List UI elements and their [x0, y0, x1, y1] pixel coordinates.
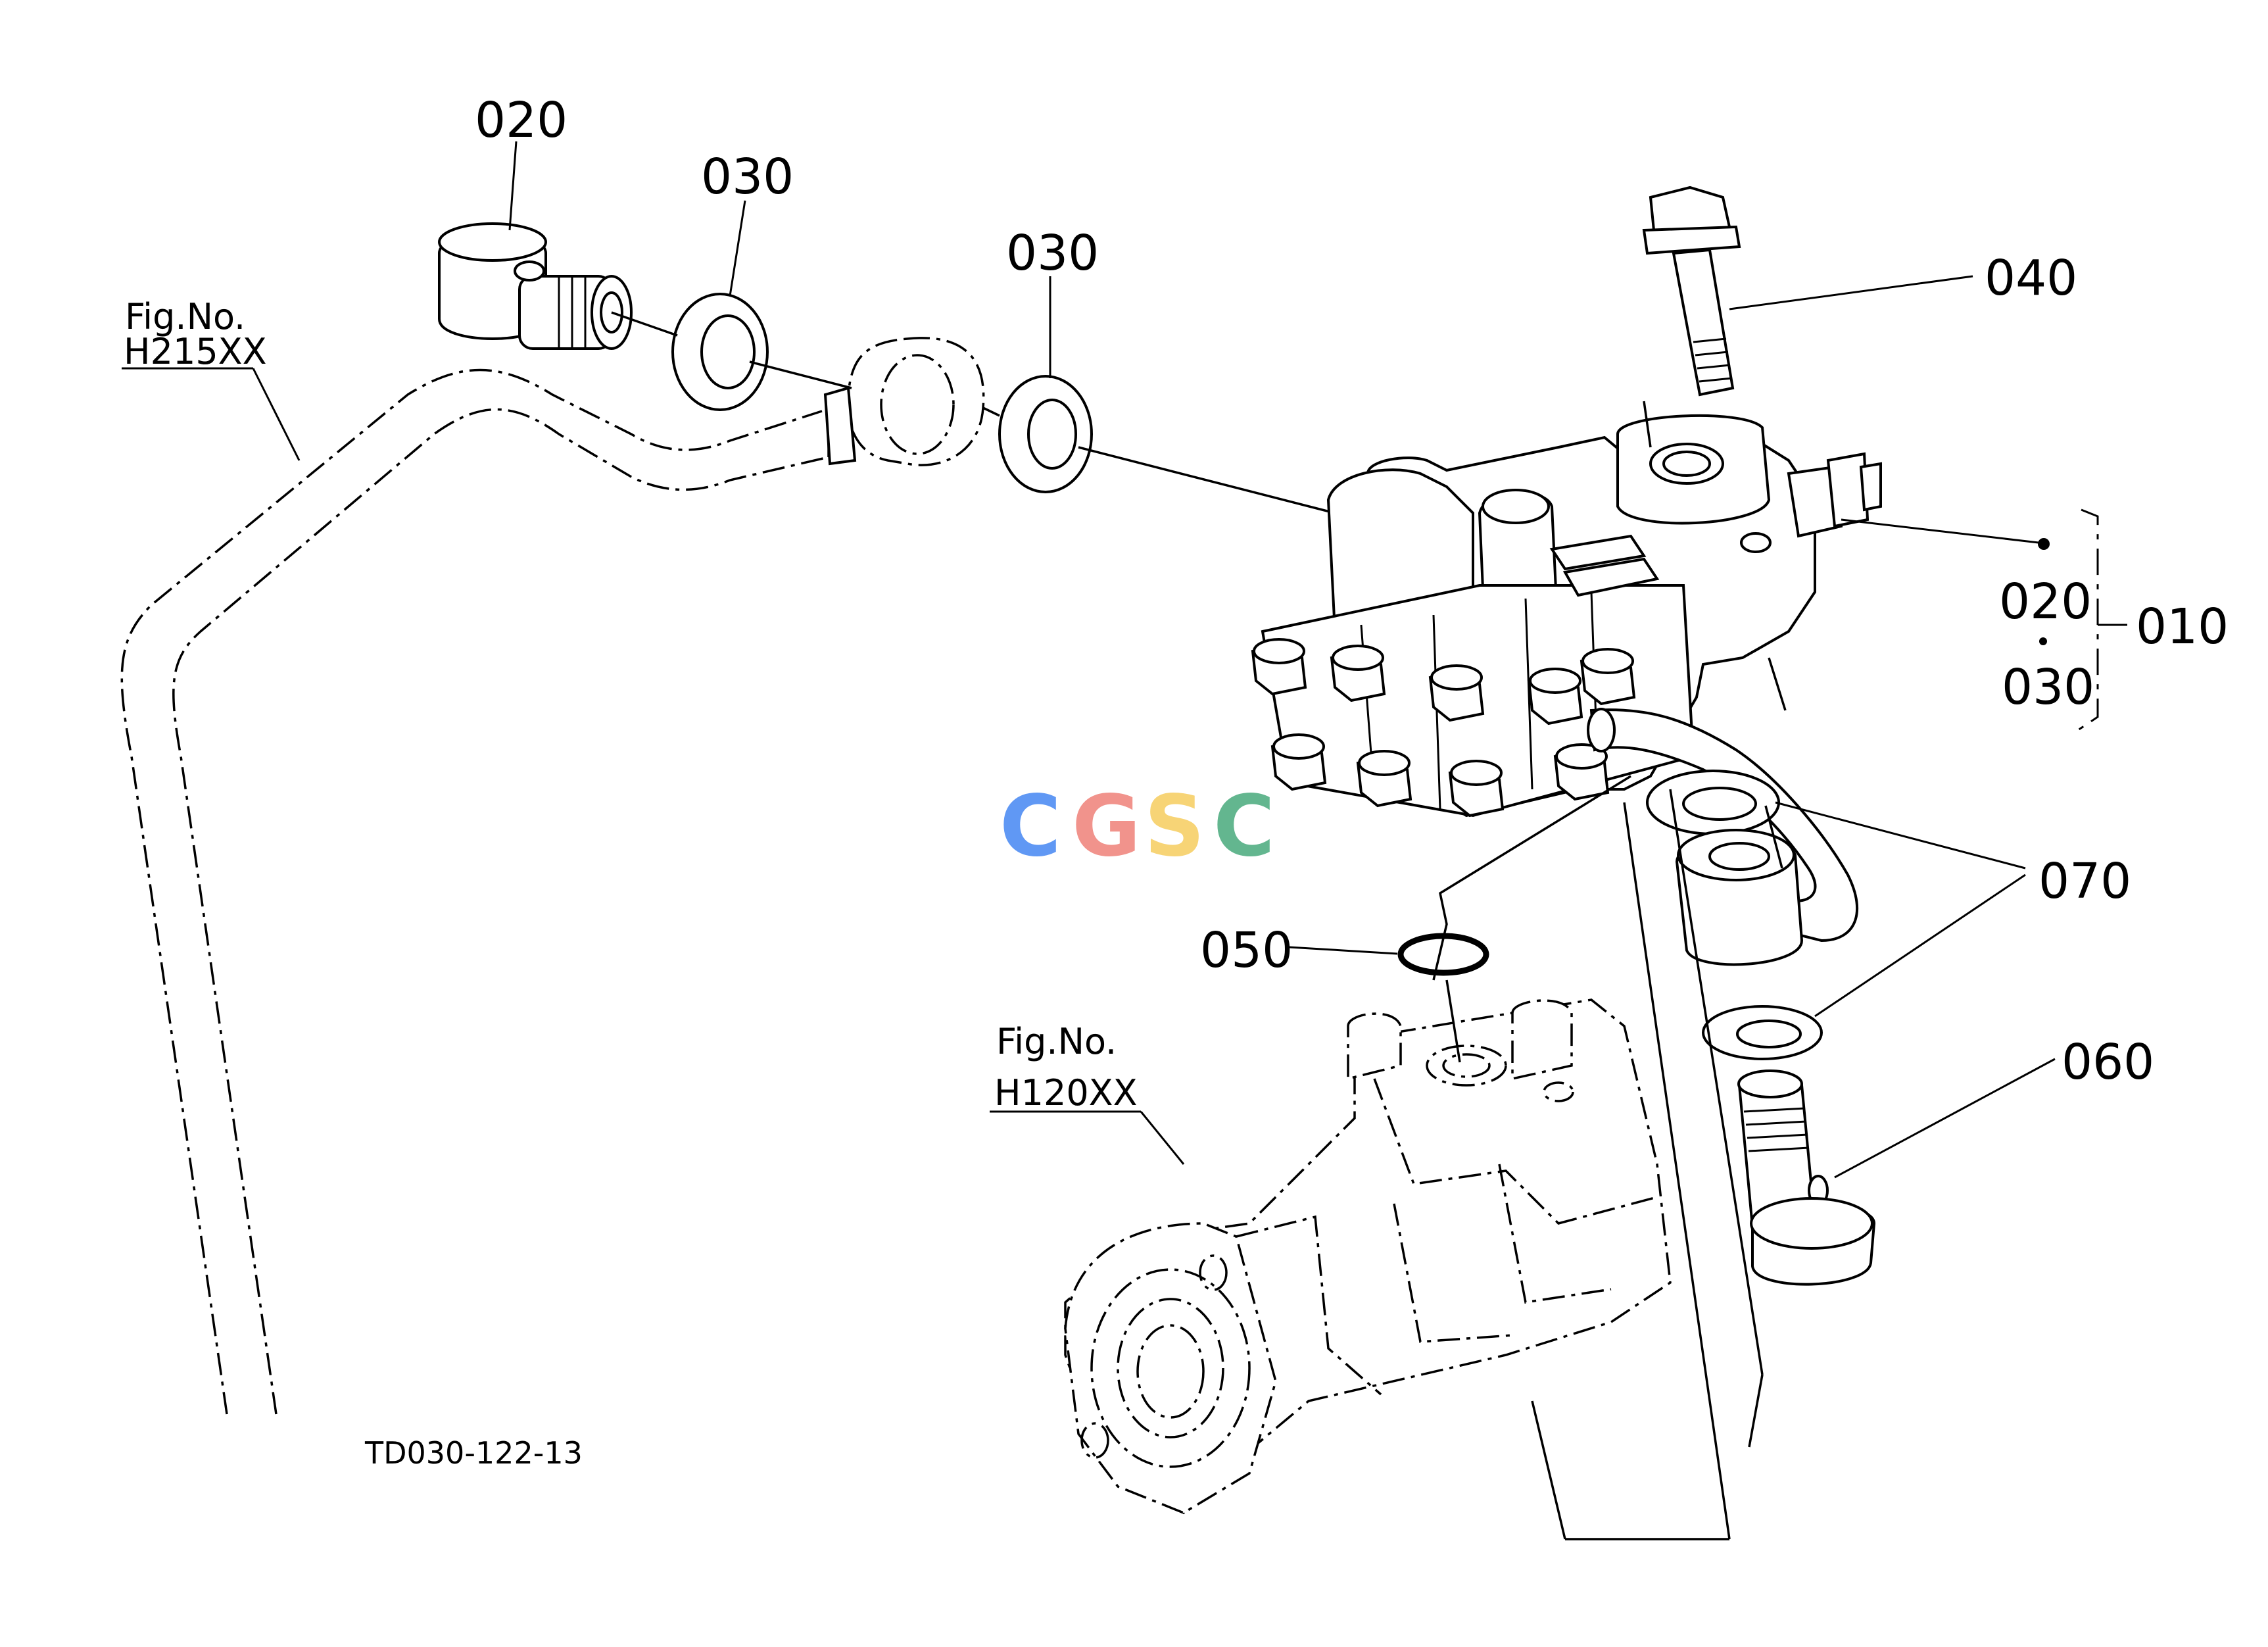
- watermark-letter: C: [1000, 777, 1068, 875]
- leader-070-b: [1814, 873, 2026, 1018]
- leader-h215xx: [252, 368, 301, 461]
- bolt-head: [1356, 750, 1412, 808]
- leader-010: [1841, 518, 2039, 544]
- pipe-070-banjo: [1675, 829, 1804, 966]
- pipe-070: [1587, 708, 1859, 943]
- label-030-b: 030: [1006, 225, 1099, 282]
- bolt-head: [1251, 638, 1307, 696]
- group-bracket-010: [2039, 508, 2127, 731]
- label-030-a: 030: [701, 149, 794, 205]
- leader-h120xx: [1140, 1111, 1185, 1165]
- bolt-head: [1448, 760, 1505, 818]
- leader-040: [1729, 275, 1973, 310]
- part-labels: 020 030 030 040 020 030 010 070 050 060: [475, 92, 2229, 1091]
- leader-010-dot: [2038, 538, 2050, 550]
- watermark-letter: C: [1213, 777, 1282, 875]
- label-070: 070: [2039, 853, 2131, 910]
- valve-bolt-heads: [1251, 638, 1636, 818]
- label-030-group: 030: [2002, 659, 2094, 716]
- bolt-head: [1330, 645, 1386, 702]
- label-010: 010: [2136, 599, 2229, 655]
- bolt-head: [1527, 668, 1583, 725]
- bolt-head: [1270, 733, 1327, 791]
- bolt-head: [1428, 664, 1485, 722]
- leader-070-a: [1775, 801, 2026, 870]
- figure-references: Fig.No. H215XX Fig.No. H120XX: [124, 296, 1138, 1114]
- leader-020: [508, 141, 518, 231]
- banjo-bolt-020: [438, 222, 633, 350]
- connection-lines: [1432, 401, 1787, 1540]
- assembly-axis-line: [611, 311, 1336, 514]
- label-050: 050: [1200, 922, 1293, 979]
- label-020-group: 020: [1999, 574, 2092, 630]
- drawing-code: TD030-122-13: [364, 1435, 583, 1471]
- ref-fig-num-2: H120XX: [994, 1072, 1138, 1114]
- watermark-letter: S: [1144, 777, 1211, 875]
- watermark-letter: G: [1072, 777, 1147, 875]
- ref-fig-num-1: H215XX: [124, 331, 267, 372]
- flange-bolt-040: [1642, 185, 1741, 397]
- ref-fig-word-2: Fig.No.: [996, 1021, 1117, 1062]
- leader-030-a: [729, 200, 746, 297]
- bolt-head: [1580, 648, 1636, 706]
- label-020: 020: [475, 92, 567, 149]
- pipe-h215xx: [120, 368, 830, 1415]
- bolt-head: [1553, 743, 1610, 801]
- banjo-bolt-060: [1737, 1069, 1876, 1286]
- leader-050: [1288, 946, 1398, 955]
- leader-060: [1834, 1058, 2056, 1179]
- washer-070-lower: [1702, 1005, 1823, 1060]
- washer-070-upper: [1646, 770, 1780, 835]
- pump-h120xx: [1064, 998, 1672, 1515]
- label-060: 060: [2062, 1034, 2154, 1091]
- leader-lines: [122, 141, 2056, 1179]
- watermark-logo: C G S C: [1000, 777, 1282, 875]
- pipe-banjo-eye: [823, 337, 985, 466]
- washer-030-b: [998, 375, 1093, 493]
- washer-030-a: [671, 293, 769, 411]
- ref-fig-word-1: Fig.No.: [125, 296, 245, 337]
- label-040: 040: [1985, 250, 2077, 307]
